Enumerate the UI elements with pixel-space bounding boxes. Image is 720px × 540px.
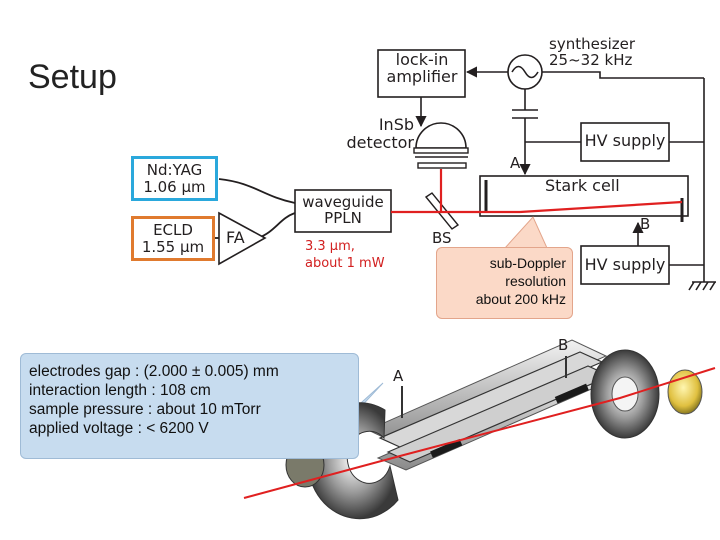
resolution-callout: sub-Doppler resolution about 200 kHz xyxy=(436,247,573,319)
insb-line1: InSb xyxy=(378,115,414,134)
hv-supply-top-label: HV supply xyxy=(584,131,666,150)
hv-supply-bottom-box xyxy=(580,245,670,285)
stark-cell-box xyxy=(479,175,689,217)
lock-in-line1: lock-in xyxy=(395,50,449,69)
insb-detector-label: InSb detector xyxy=(336,116,414,152)
synth-to-ground-wire xyxy=(542,71,643,79)
resolution-line3: about 200 kHz xyxy=(475,291,566,307)
parameter-interaction-length: interaction length : 108 cm xyxy=(29,382,211,399)
hv-supply-top-box xyxy=(580,122,670,162)
waveguide-line2: PPLN xyxy=(324,209,362,227)
fiber-amplifier-icon xyxy=(218,211,267,266)
ecld-line2: 1.55 μm xyxy=(141,238,205,256)
nd-yag-line2: 1.06 μm xyxy=(143,178,206,196)
point-b-label: B xyxy=(640,215,651,233)
insb-line2: detector xyxy=(346,133,414,152)
resolution-line2: resolution xyxy=(505,273,566,289)
synthesizer-line1: synthesizer xyxy=(549,35,636,53)
stark-cell-label: Stark cell xyxy=(545,176,620,195)
hv-supply-bottom-label: HV supply xyxy=(584,255,666,274)
nd-yag-laser-box: Nd:YAG 1.06 μm xyxy=(131,156,218,201)
lock-in-line2: amplifier xyxy=(386,66,458,86)
nd-yag-line1: Nd:YAG xyxy=(146,161,203,179)
waveguide-ppln-box xyxy=(294,189,392,233)
ecld-line1: ECLD xyxy=(153,221,193,239)
parameter-applied-voltage: applied voltage : < 6200 V xyxy=(29,420,209,437)
synthesizer-icon xyxy=(507,54,543,90)
electrode-plate-upper xyxy=(378,351,604,449)
waveguide-line1: waveguide xyxy=(302,193,384,211)
resolution-line1: sub-Doppler xyxy=(489,255,566,271)
beam-splitter-label: BS xyxy=(432,229,452,247)
photo-terminal-b-label: B xyxy=(558,336,569,354)
cell-parameters-box: electrodes gap : (2.000 ± 0.005) mm inte… xyxy=(20,353,359,459)
power-line2: about 1 mW xyxy=(305,256,385,271)
point-a-label: A xyxy=(510,154,521,172)
parameter-sample-pressure: sample pressure : about 10 mTorr xyxy=(29,401,261,418)
synthesizer-label: synthesizer 25~32 kHz xyxy=(549,35,636,69)
ground-bus xyxy=(643,77,716,291)
detector-lens-icon xyxy=(415,156,468,169)
output-power-callout: 3.3 μm, about 1 mW xyxy=(305,238,385,272)
synth-to-a-wire xyxy=(512,89,581,176)
power-line1: 3.3 μm, xyxy=(305,239,355,254)
photo-laser-beam xyxy=(243,367,716,499)
insb-detector-icon xyxy=(413,97,469,154)
resolution-callout-pointer xyxy=(503,216,548,249)
ecld-laser-box: ECLD 1.55 μm xyxy=(131,216,215,261)
laser-beam xyxy=(391,169,683,214)
lock-in-amplifier-box xyxy=(377,49,466,98)
parameter-electrodes-gap: electrodes gap : (2.000 ± 0.005) mm xyxy=(29,363,279,380)
slide-title: Setup xyxy=(28,58,117,96)
lock-in-amplifier-label: lock-in amplifier xyxy=(380,50,464,86)
photo-terminal-a-label: A xyxy=(393,367,404,385)
fiber-amplifier-label: FA xyxy=(226,228,245,247)
waveguide-ppln-label: waveguide PPLN xyxy=(295,194,391,226)
synthesizer-line2: 25~32 kHz xyxy=(549,50,633,69)
